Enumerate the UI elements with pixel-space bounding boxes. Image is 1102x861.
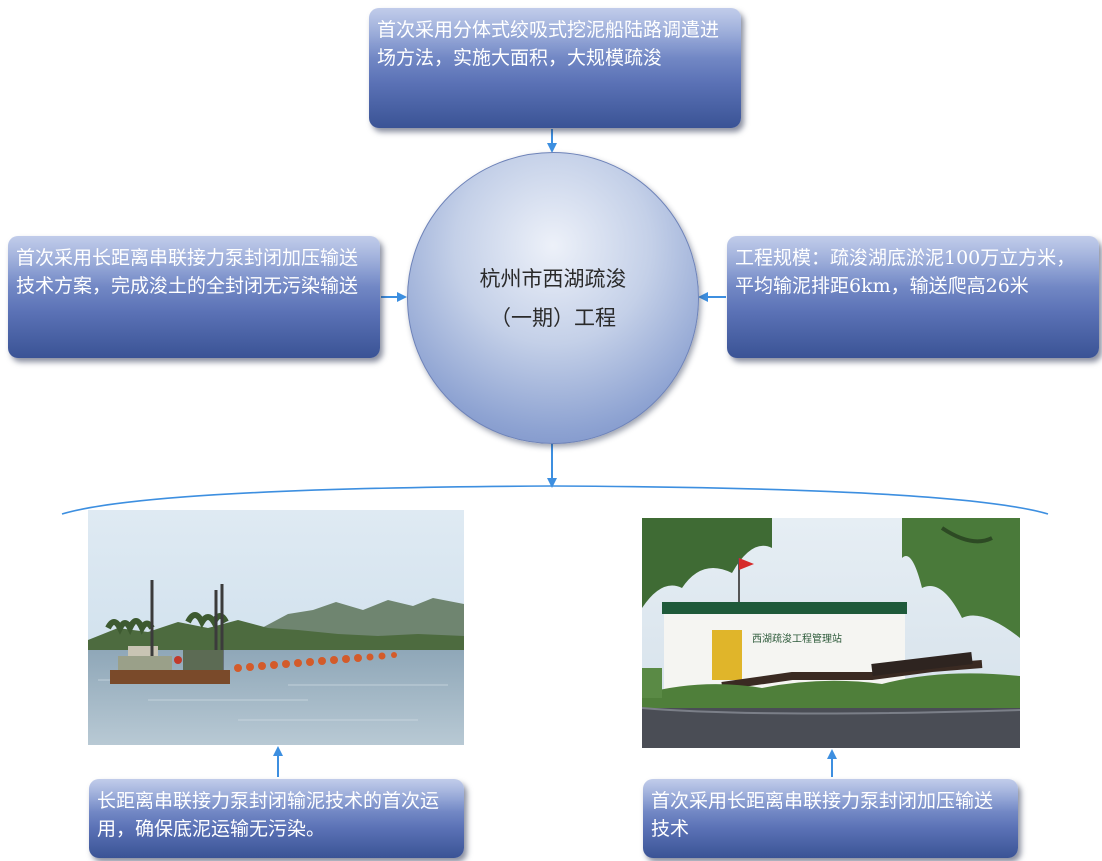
pump-station-sign-text: 西湖疏浚工程管理站 xyxy=(752,632,842,645)
top-note-text: 首次采用分体式绞吸式挖泥船陆路调遣进场方法，实施大面积，大规模疏浚 xyxy=(377,19,720,69)
pump-station-photo: 西湖疏浚工程管理站 xyxy=(642,518,1020,748)
bottom-left-note-text: 长距离串联接力泵封闭输泥技术的首次运用，确保底泥运输无污染。 xyxy=(97,790,440,840)
center-hub-circle: 杭州市西湖疏浚 （一期）工程 xyxy=(407,152,699,444)
lake-dredging-photo xyxy=(88,510,464,745)
bottom-left-note-box: 长距离串联接力泵封闭输泥技术的首次运用，确保底泥运输无污染。 xyxy=(89,779,464,858)
left-note-box: 首次采用长距离串联接力泵封闭加压输送技术方案，完成浚土的全封闭无污染输送 xyxy=(8,236,380,358)
hub-title-line1: 杭州市西湖疏浚 xyxy=(479,267,627,291)
hub-title-line2: （一期）工程 xyxy=(490,306,616,330)
right-note-box: 工程规模：疏浚湖底淤泥100万立方米，平均输泥排距6km，输送爬高26米 xyxy=(727,236,1099,358)
left-note-text: 首次采用长距离串联接力泵封闭加压输送技术方案，完成浚土的全封闭无污染输送 xyxy=(16,247,359,297)
bracket-arc xyxy=(61,485,1049,515)
top-note-box: 首次采用分体式绞吸式挖泥船陆路调遣进场方法，实施大面积，大规模疏浚 xyxy=(369,8,741,128)
bottom-right-note-box: 首次采用长距离串联接力泵封闭加压输送技术 xyxy=(643,779,1018,858)
right-note-text: 工程规模：疏浚湖底淤泥100万立方米，平均输泥排距6km，输送爬高26米 xyxy=(735,247,1076,297)
bottom-right-note-text: 首次采用长距离串联接力泵封闭加压输送技术 xyxy=(651,790,994,840)
